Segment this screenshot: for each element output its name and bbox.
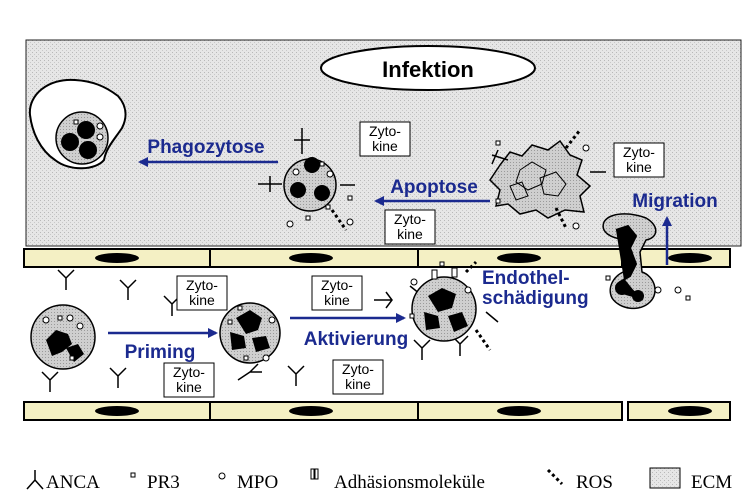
priming-label: Priming xyxy=(125,342,196,363)
cytokine-box-lumen-3: Zyto- kine xyxy=(311,275,363,311)
legend-anca-label: ANCA xyxy=(46,472,100,493)
cytokine-line2: kine xyxy=(372,138,398,154)
cytokine-box-lumen-4: Zyto- kine xyxy=(332,359,384,395)
cytokine-line1: Zyto- xyxy=(394,211,426,227)
cytokine-line2: kine xyxy=(626,159,652,175)
cytokine-line2: kine xyxy=(189,292,215,308)
cytokine-box-ecm-1: Zyto- kine xyxy=(359,121,411,157)
phagocytosis-label: Phagozytose xyxy=(147,137,264,158)
cytokine-box-lumen-2: Zyto- kine xyxy=(163,362,215,398)
activated-neutrophil xyxy=(409,260,492,351)
legend-pr3-label: PR3 xyxy=(147,472,180,493)
cytokine-box-ecm-2: Zyto- kine xyxy=(384,209,436,245)
cytokine-line2: kine xyxy=(176,379,202,395)
legend-ros-icon xyxy=(546,468,564,486)
cytokine-line2: kine xyxy=(397,226,423,242)
legend-pr3-icon xyxy=(130,472,136,478)
apoptotic-neutrophil xyxy=(258,128,355,231)
endothelial-damage-label-1: Endothel- xyxy=(482,268,570,289)
legend-adhesion-label: Adhäsionsmoleküle xyxy=(334,472,485,493)
cytokine-line2: kine xyxy=(324,292,350,308)
cytokine-line1: Zyto- xyxy=(369,123,401,139)
cytokine-box-ecm-3: Zyto- kine xyxy=(613,142,665,178)
legend-ecm-icon xyxy=(649,467,681,489)
cytokine-line1: Zyto- xyxy=(321,277,353,293)
cytokine-box-lumen-1: Zyto- kine xyxy=(176,275,228,311)
cytokine-line1: Zyto- xyxy=(173,364,205,380)
migration-label: Migration xyxy=(632,191,718,212)
activation-label: Aktivierung xyxy=(304,329,409,350)
legend-ecm-label: ECM xyxy=(691,472,732,493)
legend-mpo-icon xyxy=(218,472,226,480)
legend: ANCA PR3 MPO Adhäsionsmoleküle ROS ECM xyxy=(26,467,732,493)
endothelial-damage-label-2: schädigung xyxy=(482,288,589,309)
endothelium-lower xyxy=(23,401,731,421)
endothelium-upper xyxy=(23,248,731,268)
cytokine-line2: kine xyxy=(345,376,371,392)
cytokine-line1: Zyto- xyxy=(186,277,218,293)
primed-neutrophil xyxy=(219,302,281,364)
cytokine-line1: Zyto- xyxy=(623,144,655,160)
cytokine-line1: Zyto- xyxy=(342,361,374,377)
legend-mpo-label: MPO xyxy=(237,472,278,493)
legend-anca-icon xyxy=(26,470,44,490)
migrating-cell xyxy=(602,213,691,310)
macrophage-cell xyxy=(28,78,127,170)
degranulating-cell xyxy=(489,129,606,230)
resting-neutrophil xyxy=(30,304,96,370)
legend-ros-label: ROS xyxy=(576,472,613,493)
infection-ellipse xyxy=(320,45,536,91)
apoptosis-label: Apoptose xyxy=(390,177,478,198)
legend-adhesion-icon xyxy=(310,468,319,480)
infection-label: Infektion xyxy=(382,57,474,82)
